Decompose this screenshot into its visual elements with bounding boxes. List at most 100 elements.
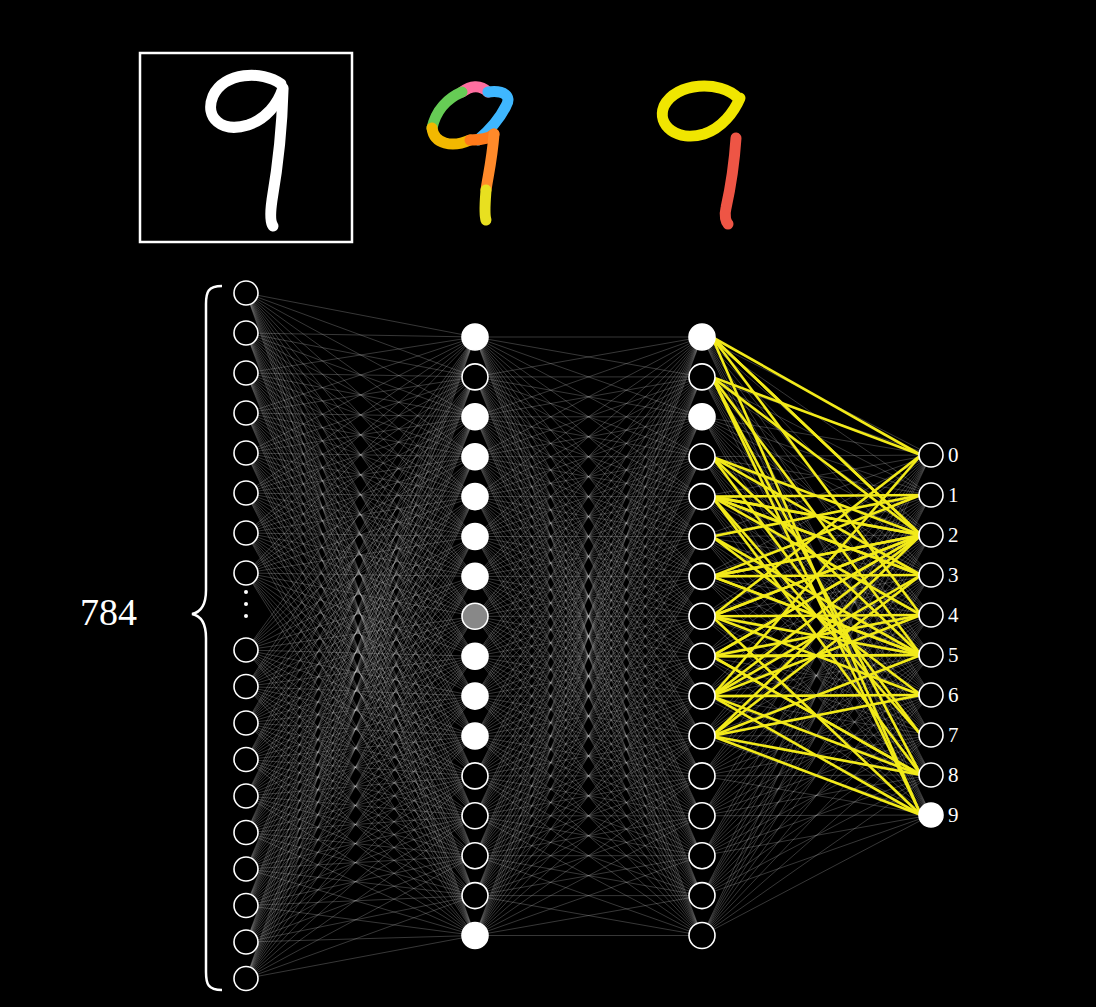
weight-line xyxy=(246,616,475,832)
neuron xyxy=(689,883,715,909)
neuron xyxy=(234,441,258,465)
neuron-outline xyxy=(918,522,944,548)
weight-line xyxy=(246,377,475,906)
weight-line xyxy=(246,373,475,616)
weight-line xyxy=(702,377,931,655)
weight-line xyxy=(246,337,475,573)
weight-line xyxy=(246,537,475,687)
highlighted-weight xyxy=(712,457,921,655)
weight-line xyxy=(475,337,702,417)
neuron-circle xyxy=(919,563,943,587)
weight-line xyxy=(475,337,702,338)
weight-line xyxy=(475,457,702,936)
weight-line xyxy=(246,906,475,936)
highlighted-weight xyxy=(712,337,921,455)
weight-line xyxy=(246,576,475,978)
weight-line xyxy=(246,576,475,942)
weight-line xyxy=(246,293,475,736)
highlighted-weight xyxy=(712,575,921,736)
highlighted-weight xyxy=(712,696,921,775)
neuron-outline xyxy=(918,722,944,748)
weight-line xyxy=(702,655,931,936)
weight-line xyxy=(702,575,931,936)
output-neuron: 9 xyxy=(918,802,944,828)
neuron-circle xyxy=(919,523,943,547)
neuron xyxy=(462,603,488,629)
digit-label: 3 xyxy=(948,565,959,586)
highlighted-weight xyxy=(712,337,921,815)
output-neuron: 3 xyxy=(918,562,944,588)
neuron xyxy=(689,803,715,829)
weight-line xyxy=(702,417,931,775)
neuron xyxy=(462,364,488,390)
weight-line xyxy=(475,935,702,936)
weight-line xyxy=(246,537,475,724)
neuron-outline xyxy=(918,562,944,588)
weight-line xyxy=(246,337,475,833)
neuron-circle xyxy=(919,643,943,667)
weight-line xyxy=(246,337,475,942)
highlighted-weight xyxy=(712,337,921,615)
weight-line xyxy=(475,537,702,936)
highlighted-weights xyxy=(712,337,921,815)
weight-line xyxy=(702,457,931,695)
weight-line xyxy=(702,337,931,655)
neuron xyxy=(689,603,715,629)
weight-line xyxy=(702,735,931,816)
weight-line xyxy=(702,535,931,776)
weight-line xyxy=(475,656,702,935)
neuron xyxy=(689,723,715,749)
weight-line xyxy=(702,575,931,816)
weight-line xyxy=(246,457,475,942)
weight-line xyxy=(246,337,475,373)
weight-line xyxy=(246,537,475,943)
weight-line xyxy=(246,776,475,979)
weight-line xyxy=(246,457,475,979)
weight-line xyxy=(246,537,475,651)
output-neuron: 2 xyxy=(918,522,944,548)
weight-line xyxy=(246,533,475,816)
weight-line xyxy=(246,497,475,833)
weight-line xyxy=(246,616,475,942)
weight-line xyxy=(246,293,475,537)
weight-line xyxy=(246,760,475,936)
weight-line xyxy=(475,337,702,896)
weight-line xyxy=(246,537,475,906)
weight-line xyxy=(246,337,475,533)
digit-label: 8 xyxy=(948,765,959,786)
dot xyxy=(244,590,248,594)
digit-label: 7 xyxy=(948,725,959,746)
weight-line xyxy=(246,293,475,896)
weight-line xyxy=(246,293,475,337)
weight-line xyxy=(246,497,475,723)
weight-line xyxy=(702,495,931,576)
highlighted-weight xyxy=(712,497,921,775)
weight-line xyxy=(246,293,475,417)
highlighted-weight xyxy=(712,377,921,815)
neuron xyxy=(689,484,715,510)
neuron xyxy=(462,883,488,909)
weight-line xyxy=(246,293,475,696)
weight-line xyxy=(246,417,475,833)
weight-line xyxy=(246,723,475,936)
weight-line xyxy=(246,497,475,942)
weight-line xyxy=(246,457,475,869)
neuron-circle xyxy=(919,803,943,827)
weight-line xyxy=(475,337,702,377)
weight-line xyxy=(702,815,931,936)
weight-line xyxy=(246,776,475,906)
neuron xyxy=(462,484,488,510)
highlighted-weight xyxy=(712,535,921,616)
digit-loop xyxy=(211,75,283,127)
weight-line xyxy=(246,736,475,796)
neuron xyxy=(234,281,258,305)
weight-line xyxy=(246,736,475,942)
brace xyxy=(192,286,222,990)
neuron xyxy=(234,361,258,385)
neuron xyxy=(234,638,258,662)
weight-line xyxy=(246,337,475,760)
weight-line xyxy=(246,333,475,497)
weight-line xyxy=(475,776,702,936)
weight-line xyxy=(246,337,475,979)
output-neuron: 8 xyxy=(918,762,944,788)
